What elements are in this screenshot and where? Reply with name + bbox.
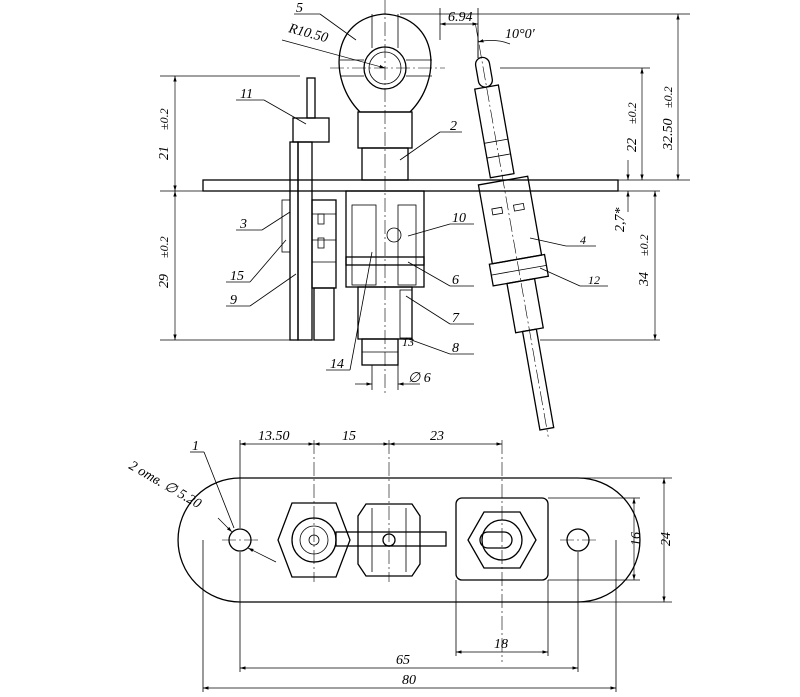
part-11-bracket [281, 77, 337, 341]
part-2-body [345, 111, 425, 366]
callout-5: 5 [296, 1, 303, 16]
dim-2-7: 2,7* [613, 208, 628, 233]
mounting-plate [202, 179, 619, 192]
callout-12: 12 [588, 273, 600, 287]
dim-24: 24 [659, 532, 674, 546]
dim-6-94: 6.94 [448, 10, 473, 25]
dim-21-tol: ±0.2 [157, 108, 171, 130]
top-dimensions: 21 ±0.2 29 ±0.2 22 ±0.2 32.50 ±0.2 2,7* … [157, 8, 680, 390]
callout-7: 7 [452, 311, 460, 326]
center-fitting [335, 440, 447, 582]
bottom-dimensions: 13.50 15 23 18 65 80 16 24 1 2 отв. ∅ 5.… [126, 429, 674, 692]
dim-29-tol: ±0.2 [157, 236, 171, 258]
callout-13: 13 [402, 335, 414, 349]
dim-29: 29 [157, 274, 172, 288]
dim-22-tol: ±0.2 [625, 102, 639, 124]
dim-22: 22 [625, 138, 640, 152]
dim-21: 21 [157, 146, 172, 160]
dim-18: 18 [494, 637, 508, 652]
callout-2: 2 [450, 119, 457, 134]
dim-32-50-tol: ±0.2 [661, 86, 675, 108]
callout-8: 8 [452, 341, 459, 356]
dim-15: 15 [342, 429, 356, 444]
top-view: 21 ±0.2 29 ±0.2 22 ±0.2 32.50 ±0.2 2,7* … [157, 0, 690, 437]
callout-15: 15 [230, 269, 244, 284]
dim-65: 65 [396, 653, 410, 668]
dim-80: 80 [402, 673, 416, 688]
part-5-head [330, 0, 445, 395]
callout-4: 4 [580, 233, 586, 247]
dim-13-50: 13.50 [258, 429, 290, 444]
callout-11: 11 [240, 87, 253, 102]
callout-1: 1 [192, 439, 199, 454]
dim-radius: R10.50 [286, 21, 330, 46]
bottom-view: 13.50 15 23 18 65 80 16 24 1 2 отв. ∅ 5.… [126, 429, 674, 692]
dim-34: 34 [637, 272, 652, 287]
callout-9: 9 [230, 293, 237, 308]
callout-14: 14 [330, 357, 344, 372]
callout-6: 6 [452, 273, 459, 288]
callout-3: 3 [239, 217, 247, 232]
dim-16: 16 [629, 532, 644, 546]
dim-34-tol: ±0.2 [637, 234, 651, 256]
holes-note: 2 отв. ∅ 5.20 [126, 458, 204, 511]
dim-32-50: 32.50 [661, 119, 676, 152]
callout-10: 10 [452, 211, 466, 226]
dim-23: 23 [430, 429, 444, 444]
hex-fitting [277, 440, 351, 582]
igniter-block [455, 440, 549, 662]
part-4-igniter [473, 22, 555, 437]
top-callouts: 5 2 11 3 15 9 10 6 7 8 14 13 4 [226, 1, 608, 372]
dim-dia-6: ∅ 6 [408, 371, 431, 386]
dim-angle: 10°0′ [505, 27, 536, 42]
